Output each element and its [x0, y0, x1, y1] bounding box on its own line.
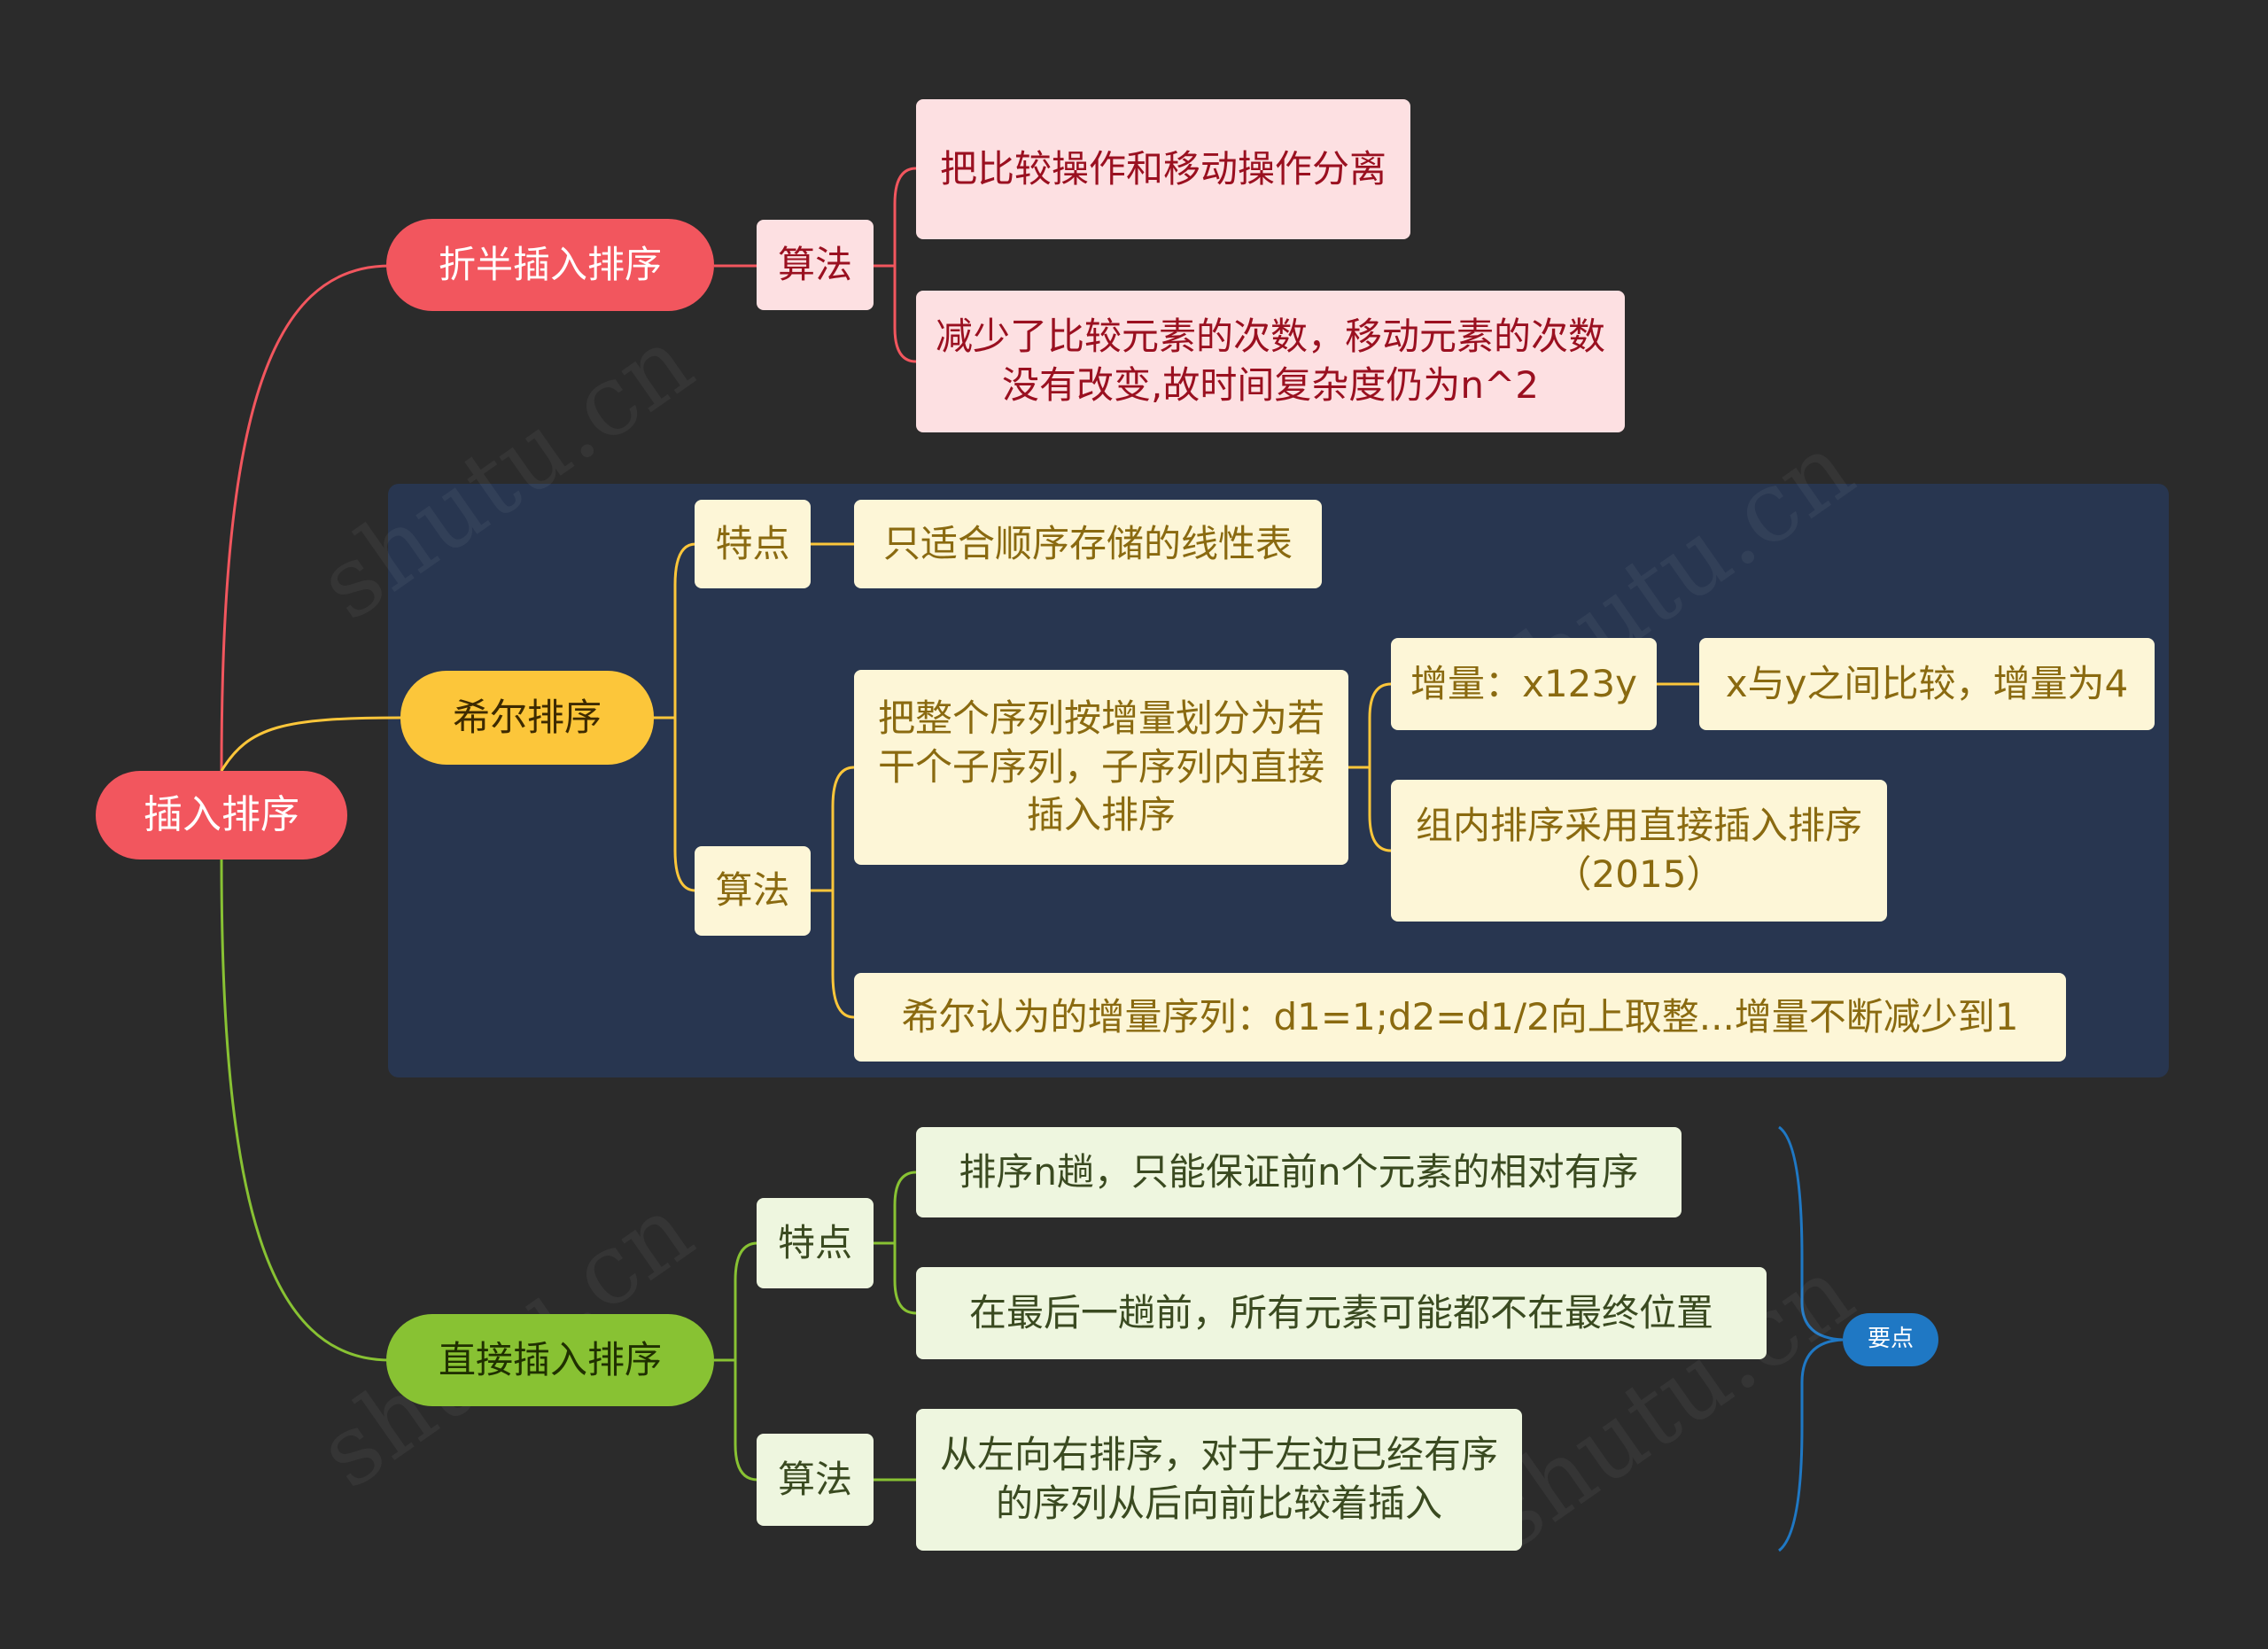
connector-feature-leaf2 — [893, 1243, 917, 1315]
connector-step-increment — [1348, 682, 1392, 769]
branch-binary-insertion-sort[interactable]: 折半插入排序 — [386, 219, 714, 311]
direct-algorithm-leaf[interactable]: 从左向右排序，对于左边已经有序的序列从后向前比较着插入 — [916, 1409, 1522, 1551]
binary-leaf-complexity[interactable]: 减少了比较元素的次数，移动元素的次数没有改变,故时间复杂度仍为n^2 — [916, 291, 1625, 432]
connector-algo-step — [811, 766, 855, 892]
connector-step-inner — [1368, 767, 1392, 852]
connector-binary-leaf2 — [893, 266, 917, 363]
connector-direct-algo — [734, 1360, 758, 1482]
shell-feature-leaf[interactable]: 只适合顺序存储的线性表 — [854, 500, 1322, 588]
shell-increment-sequence[interactable]: 希尔认为的增量序列：d1=1;d2=d1/2向上取整...增量不断减少到1 — [854, 973, 2066, 1062]
shell-feature-node[interactable]: 特点 — [695, 500, 811, 588]
connector-algo-sequence — [831, 891, 855, 1019]
connector-feature-leaf1 — [874, 1171, 917, 1245]
connector-direct-feature — [714, 1241, 758, 1362]
connector-shell-feature — [654, 542, 696, 719]
branch-shell-sort[interactable]: 希尔排序 — [400, 671, 654, 765]
root-node[interactable]: 插入排序 — [96, 771, 347, 860]
connector-root-direct — [220, 859, 391, 1362]
shell-algorithm-node[interactable]: 算法 — [695, 846, 811, 936]
binary-leaf-separate-ops[interactable]: 把比较操作和移动操作分离 — [916, 99, 1410, 239]
direct-feature-leaf-2[interactable]: 在最后一趟前，所有元素可能都不在最终位置 — [916, 1267, 1767, 1359]
shell-increment-node[interactable]: 增量：x123y — [1391, 638, 1657, 730]
connector-root-binary — [220, 264, 391, 772]
summary-brace — [1778, 1125, 1844, 1552]
shell-algorithm-step[interactable]: 把整个序列按增量划分为若干个子序列，子序列内直接插入排序 — [854, 670, 1348, 865]
shell-inner-sort-node[interactable]: 组内排序采用直接插入排序（2015） — [1391, 780, 1887, 922]
binary-algorithm-node[interactable]: 算法 — [757, 220, 874, 310]
direct-feature-node[interactable]: 特点 — [757, 1198, 874, 1288]
direct-feature-leaf-1[interactable]: 排序n趟，只能保证前n个元素的相对有序 — [916, 1127, 1682, 1217]
summary-key-points[interactable]: 要点 — [1843, 1313, 1938, 1366]
direct-algorithm-node[interactable]: 算法 — [757, 1434, 874, 1526]
connector-root-shell — [220, 716, 401, 772]
connector-shell-algo — [673, 718, 696, 892]
shell-compare-node[interactable]: x与y之间比较，增量为4 — [1699, 638, 2155, 730]
branch-direct-insertion-sort[interactable]: 直接插入排序 — [386, 1314, 714, 1406]
connector-binary-leaf1 — [874, 167, 917, 268]
